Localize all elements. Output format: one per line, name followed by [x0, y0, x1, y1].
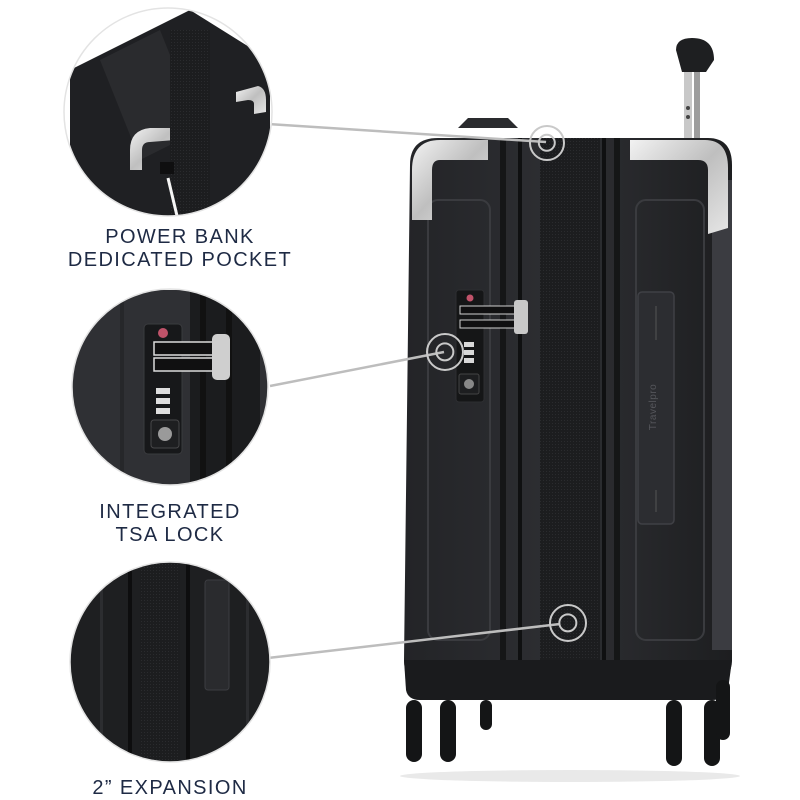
detail-expansion-image	[70, 562, 270, 762]
feature-label-tsa-lock: INTEGRATED TSA LOCK	[70, 501, 270, 547]
feature-label-expansion: 2” EXPANSION	[70, 777, 270, 800]
callout-line-tsa-lock	[269, 350, 445, 388]
callout-line-power-bank	[267, 122, 547, 144]
callout-target-tsa-lock	[426, 333, 464, 371]
feature-label-line: DEDICATED POCKET	[67, 249, 293, 271]
feature-label-line: 2” EXPANSION	[92, 777, 248, 799]
feature-label-line: INTEGRATED	[99, 501, 241, 523]
brand-mark: Travelpro	[648, 383, 659, 431]
detail-circle-power-bank	[63, 7, 273, 217]
detail-tsa-lock-image	[72, 290, 268, 485]
detail-circle-expansion	[69, 561, 271, 763]
suitcase	[400, 38, 740, 782]
feature-label-line: TSA LOCK	[115, 524, 225, 546]
detail-circle-tsa-lock	[71, 288, 269, 486]
callout-target-expansion	[549, 604, 587, 642]
detail-power-bank-image	[64, 8, 272, 216]
callout-line-expansion	[267, 622, 561, 660]
feature-label-line: POWER BANK	[105, 226, 255, 248]
callout-target-power-bank	[529, 125, 565, 161]
feature-label-power-bank: POWER BANK DEDICATED POCKET	[55, 226, 305, 272]
